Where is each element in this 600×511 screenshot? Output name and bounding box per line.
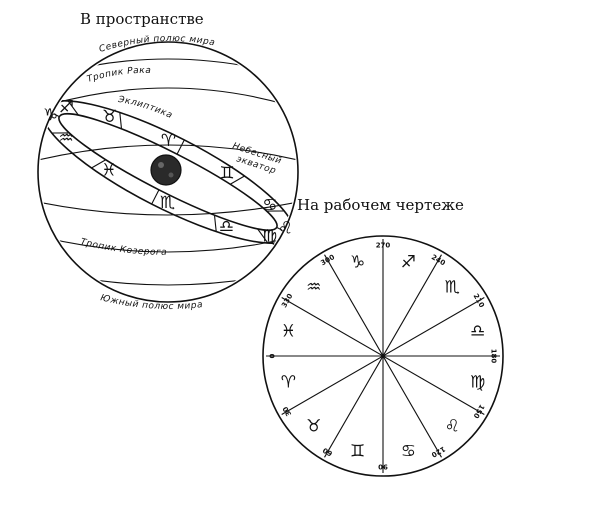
- wheel-zodiac-sign: ♏: [445, 278, 460, 298]
- band-zodiac-sign: ♎: [219, 217, 234, 237]
- wheel-zodiac-sign: ♉: [306, 416, 321, 436]
- wheel-center: [380, 353, 386, 359]
- ecliptic-label: Эклиптика: [116, 95, 173, 121]
- degree-label: 60: [321, 446, 334, 458]
- band-zodiac-sign: ♏: [160, 193, 175, 213]
- south-pole-label: Южный полюс мира: [99, 293, 203, 312]
- band-divider: [229, 175, 245, 185]
- band-zodiac-sign: ♊: [219, 163, 234, 183]
- band-divider: [91, 159, 107, 169]
- tropic-capricorn-line: [40, 235, 296, 253]
- band-divider: [51, 132, 70, 134]
- tropic-cancer-line: [40, 87, 296, 109]
- wheel-zodiac-sign: ♒: [306, 278, 321, 298]
- tropic-cancer-label: Тропик Рака: [86, 66, 151, 85]
- band-divider: [67, 100, 79, 116]
- band-divider: [213, 215, 217, 232]
- wheel-zodiac-sign: ♈: [281, 372, 296, 392]
- band-zodiac-sign: ♑: [43, 105, 58, 125]
- earth-globe: [150, 154, 182, 186]
- wheel-zodiac-sign: ♍: [470, 372, 485, 392]
- degree-label: 30: [281, 405, 293, 418]
- wheel-zodiac-sign: ♐: [401, 252, 416, 272]
- tropic-capricorn-label: Тропик Козерога: [79, 237, 167, 258]
- wheel-outline: [262, 235, 504, 477]
- north-pole-label: Северный полюс мира: [98, 34, 216, 55]
- equator-lower-line: [40, 201, 296, 216]
- band-divider: [176, 139, 185, 155]
- degree-label: 0: [269, 353, 277, 358]
- degree-label: 120: [430, 445, 447, 459]
- degree-label: 300: [319, 253, 336, 267]
- band-zodiac-sign: ♈: [161, 131, 176, 151]
- degree-label: 180: [490, 349, 498, 364]
- wheel-zodiac-sign: ♊: [350, 442, 365, 462]
- degree-label: 240: [430, 253, 447, 267]
- sphere-outline: [37, 41, 299, 303]
- bottom-caption: На рабочем чертеже: [297, 196, 464, 214]
- band-zodiac-sign: ♒: [58, 129, 73, 149]
- band-zodiac-sign: ♍: [262, 226, 277, 246]
- south-polar-circle: [40, 269, 296, 286]
- band-divider: [119, 112, 123, 129]
- wheel-zodiac-sign: ♎: [470, 322, 485, 342]
- band-zodiac-sign: ♉: [102, 107, 117, 127]
- band-divider: [151, 189, 160, 205]
- north-polar-circle: [40, 58, 296, 79]
- degree-label: 210: [472, 292, 486, 309]
- wheel-zodiac-sign: ♑: [350, 252, 365, 272]
- wheel-zodiac-signs: ♐ ♏ ♎ ♍ ♌ ♋ ♊ ♉ ♈ ♓ ♒ ♑: [281, 252, 486, 461]
- equator-upper-line: [40, 144, 296, 161]
- wheel-zodiac-sign: ♌: [445, 416, 460, 436]
- ecliptic-signs: ♓ ♒♑♐ ♉ ♈ ♊ ♋♌♍ ♎ ♏: [43, 98, 293, 247]
- band-zodiac-sign: ♐: [59, 98, 74, 118]
- degree-label: 270: [376, 242, 391, 250]
- top-caption: В пространстве: [80, 10, 204, 28]
- wheel-zodiac-sign: ♓: [281, 322, 296, 342]
- degree-label: 90: [378, 463, 388, 471]
- degree-label: 150: [472, 403, 486, 420]
- degree-label: 330: [280, 292, 294, 309]
- band-zodiac-sign: ♓: [101, 161, 116, 181]
- band-zodiac-sign: ♋: [262, 195, 277, 215]
- band-zodiac-sign: ♌: [278, 219, 293, 239]
- band-divider: [257, 228, 269, 244]
- celestial-sphere: ♓ ♒♑♐ ♉ ♈ ♊ ♋♌♍ ♎ ♏ Северный полюс мира Тропик …: [37, 34, 299, 312]
- band-divider: [266, 210, 285, 212]
- wheel-zodiac-sign: ♋: [401, 442, 416, 462]
